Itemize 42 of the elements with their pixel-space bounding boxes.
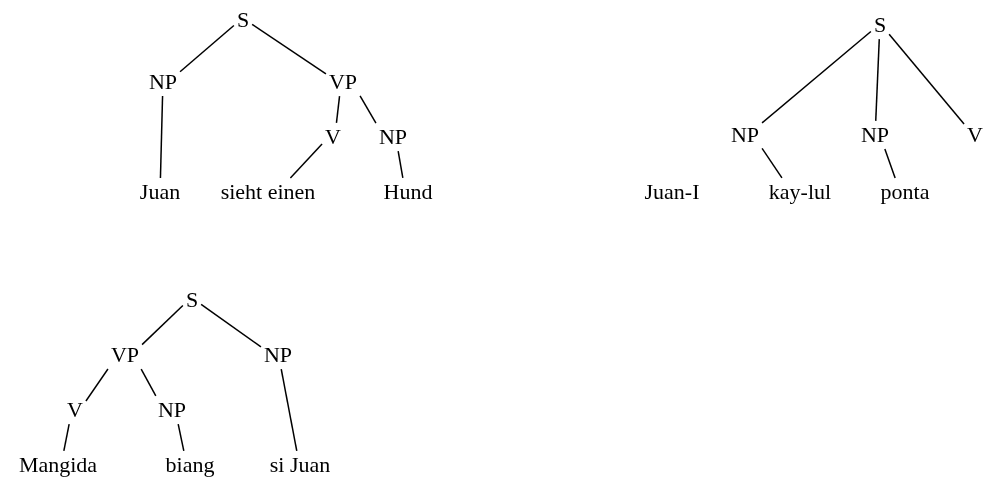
tree-node-label: Juan-I [641,177,703,207]
tree-branch-line [177,423,185,452]
tree-branch-line [761,147,783,179]
tree-branch-line [397,150,404,179]
tree-node-label: NP [145,67,181,97]
tree-branch-line [159,95,164,179]
tree-node-label: V [964,120,986,150]
tree-branch-line [251,23,327,75]
tree-node-label: NP [727,120,763,150]
tree-node-label: S [233,5,253,35]
tree-branch-line [280,368,298,452]
tree-branch-line [179,24,235,73]
tree-node-label: biang [162,450,218,480]
tree-node-label: V [64,395,86,425]
tree-branch-line [884,148,896,179]
tree-branch-line [875,38,880,122]
tree-node-label: NP [857,120,893,150]
tree-node-label: NP [154,395,190,425]
tree-node-label: V [322,122,344,152]
tree-node-label: kay-lul [765,177,835,207]
tree-node-label: VP [325,67,361,97]
tree-branch-line [289,143,323,179]
tree-branch-line [888,33,965,125]
tree-branch-line [141,304,184,346]
tree-node-label: VP [107,340,143,370]
tree-node-label: sieht einen [217,177,319,207]
tree-node-label: Hund [380,177,436,207]
tree-branch-line [359,95,377,124]
tree-node-label: Mangida [15,450,101,480]
tree-branch-line [85,368,109,402]
tree-node-label: S [182,285,202,315]
tree-branch-line [63,423,70,452]
tree-branch-line [761,30,872,124]
tree-node-label: si Juan [266,450,334,480]
tree-node-label: NP [375,122,411,152]
tree-node-label: S [870,10,890,40]
tree-branch-line [140,368,157,397]
tree-branch-line [200,303,262,348]
tree-node-label: ponta [877,177,933,207]
tree-branch-line [335,95,341,124]
tree-node-label: Juan [136,177,184,207]
tree-node-label: NP [260,340,296,370]
